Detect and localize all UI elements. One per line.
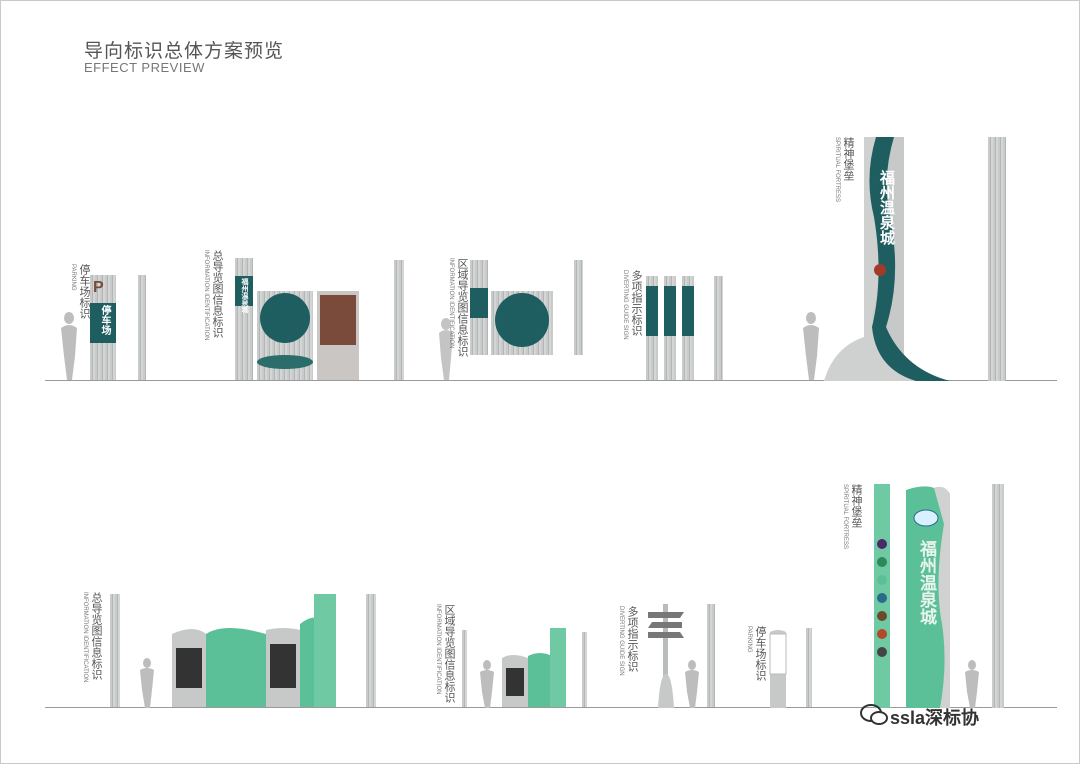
top-ground-line xyxy=(45,380,1057,381)
bottom-ground-line xyxy=(45,707,1057,708)
bottom-info-board xyxy=(172,594,336,707)
bottom-parking-side-panel xyxy=(806,628,812,707)
parking-sign: P 停车场 xyxy=(90,275,116,380)
area-post-band xyxy=(470,288,488,318)
info-general-post: 福州温泉城 xyxy=(235,258,253,380)
map-circle xyxy=(260,293,310,343)
parking-letter: P xyxy=(93,279,104,296)
fortress-label: 精神堡垒 SPIRITUAL FORTRESS xyxy=(834,137,854,203)
page-title: 导向标识总体方案预览 xyxy=(84,41,285,62)
person-silhouette xyxy=(61,312,77,380)
bottom-info-side-panel xyxy=(366,594,376,707)
parking-sign-side xyxy=(138,275,146,380)
info-area-label: 区域导览图信息标识 INFORMATION IDENTIFICATION xyxy=(448,258,468,357)
bottom-directional-sign xyxy=(648,604,684,708)
bottom-area-post xyxy=(462,630,467,707)
info-post-band xyxy=(235,276,253,306)
parking-sign-band xyxy=(90,303,116,343)
bottom-info-general-label: 总导览图信息标识 INFORMATION IDENTIFICATION xyxy=(82,592,102,683)
info-post-text: 福州温泉城 xyxy=(241,278,248,313)
area-post xyxy=(470,260,488,355)
directional-post xyxy=(646,276,658,380)
fortress-sign-text: 福州温泉城 xyxy=(878,170,895,245)
bottom-info-area-label: 区域导览图信息标识 INFORMATION IDENTIFICATION xyxy=(435,604,455,703)
bottom-parking-label: 停车场标识 PARKING xyxy=(746,626,766,681)
person-silhouette xyxy=(140,658,154,708)
person-silhouette xyxy=(965,660,979,708)
area-map-circle xyxy=(495,293,549,347)
directional-side-panel xyxy=(714,276,723,380)
directional-post xyxy=(682,276,694,380)
bottom-parking-sign xyxy=(769,630,787,708)
bottom-area-board xyxy=(502,628,566,707)
bottom-fortress-sign-text: 福州温泉城 xyxy=(917,540,936,625)
area-map-panel xyxy=(491,291,553,355)
info-general-label: 总导览图信息标识 INFORMATION IDENTIFICATION xyxy=(203,250,223,341)
bottom-fortress-color-post xyxy=(874,484,890,708)
bottom-fortress-side-panel xyxy=(992,484,1004,708)
directional-label: 多项指示标识 DIVERTING GUIDE SIGN xyxy=(622,270,642,340)
wechat-icon xyxy=(860,704,888,725)
area-side-panel xyxy=(574,260,583,355)
person-silhouette xyxy=(685,660,699,708)
watermark-text: ssla深标协 xyxy=(890,708,980,728)
bottom-area-side-panel xyxy=(582,632,587,707)
info-map-panel xyxy=(257,291,313,380)
map-wave xyxy=(257,355,313,369)
info-side-panel xyxy=(394,260,404,380)
fortress-sign xyxy=(824,137,950,381)
info-text-panel xyxy=(317,291,359,380)
person-silhouette xyxy=(439,318,453,380)
bottom-info-post xyxy=(110,594,120,707)
info-brown-board xyxy=(320,295,356,345)
directional-post xyxy=(664,276,676,380)
arrow-icon xyxy=(874,264,886,276)
bottom-fortress-label: 精神堡垒 SPIRITUAL FORTRESS xyxy=(842,484,862,550)
bottom-directional-side-panel xyxy=(707,604,715,707)
person-silhouette xyxy=(480,660,494,708)
bottom-directional-label: 多项指示标识 DIVERTING GUIDE SIGN xyxy=(618,606,638,676)
parking-sign-text: 停车场 xyxy=(99,305,110,335)
fortress-side-panel xyxy=(988,137,1006,381)
bottom-fortress-main xyxy=(906,486,950,708)
page-subtitle: EFFECT PREVIEW xyxy=(84,60,205,75)
person-silhouette xyxy=(803,312,819,380)
parking-label: 停车场标识 PARKING xyxy=(70,264,90,319)
